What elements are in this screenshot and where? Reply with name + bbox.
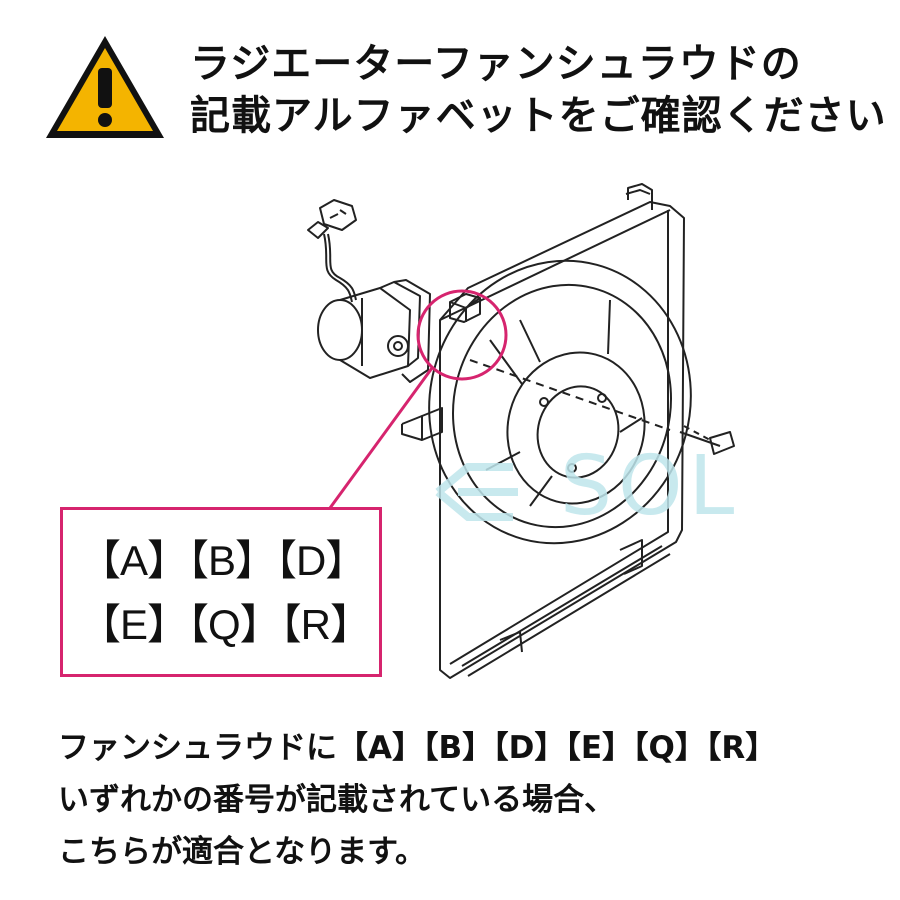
sol-logo-icon <box>435 463 518 521</box>
description: ファンシュラウドに【A】【B】【D】【E】【Q】【R】 いずれかの番号が記載され… <box>58 722 888 878</box>
callout-box: 【A】【B】【D】 【E】【Q】【R】 <box>60 507 382 677</box>
callout-codes-row-1: 【A】【B】【D】 <box>79 537 367 584</box>
description-line-1: ファンシュラウドに【A】【B】【D】【E】【Q】【R】 <box>58 730 777 766</box>
heading: ラジエーターファンシュラウドの 記載アルファベットをご確認ください <box>190 38 887 142</box>
heading-line-1: ラジエーターファンシュラウドの <box>190 41 802 87</box>
heading-line-2: 記載アルファベットをご確認ください <box>190 93 887 139</box>
description-line-2: いずれかの番号が記載されている場合、 <box>58 782 616 818</box>
warning-triangle-icon <box>46 36 164 138</box>
watermark-text: SOL <box>560 439 741 534</box>
description-line-3: こちらが適合となります。 <box>58 834 426 870</box>
callout-codes-row-2: 【E】【Q】【R】 <box>79 601 372 648</box>
